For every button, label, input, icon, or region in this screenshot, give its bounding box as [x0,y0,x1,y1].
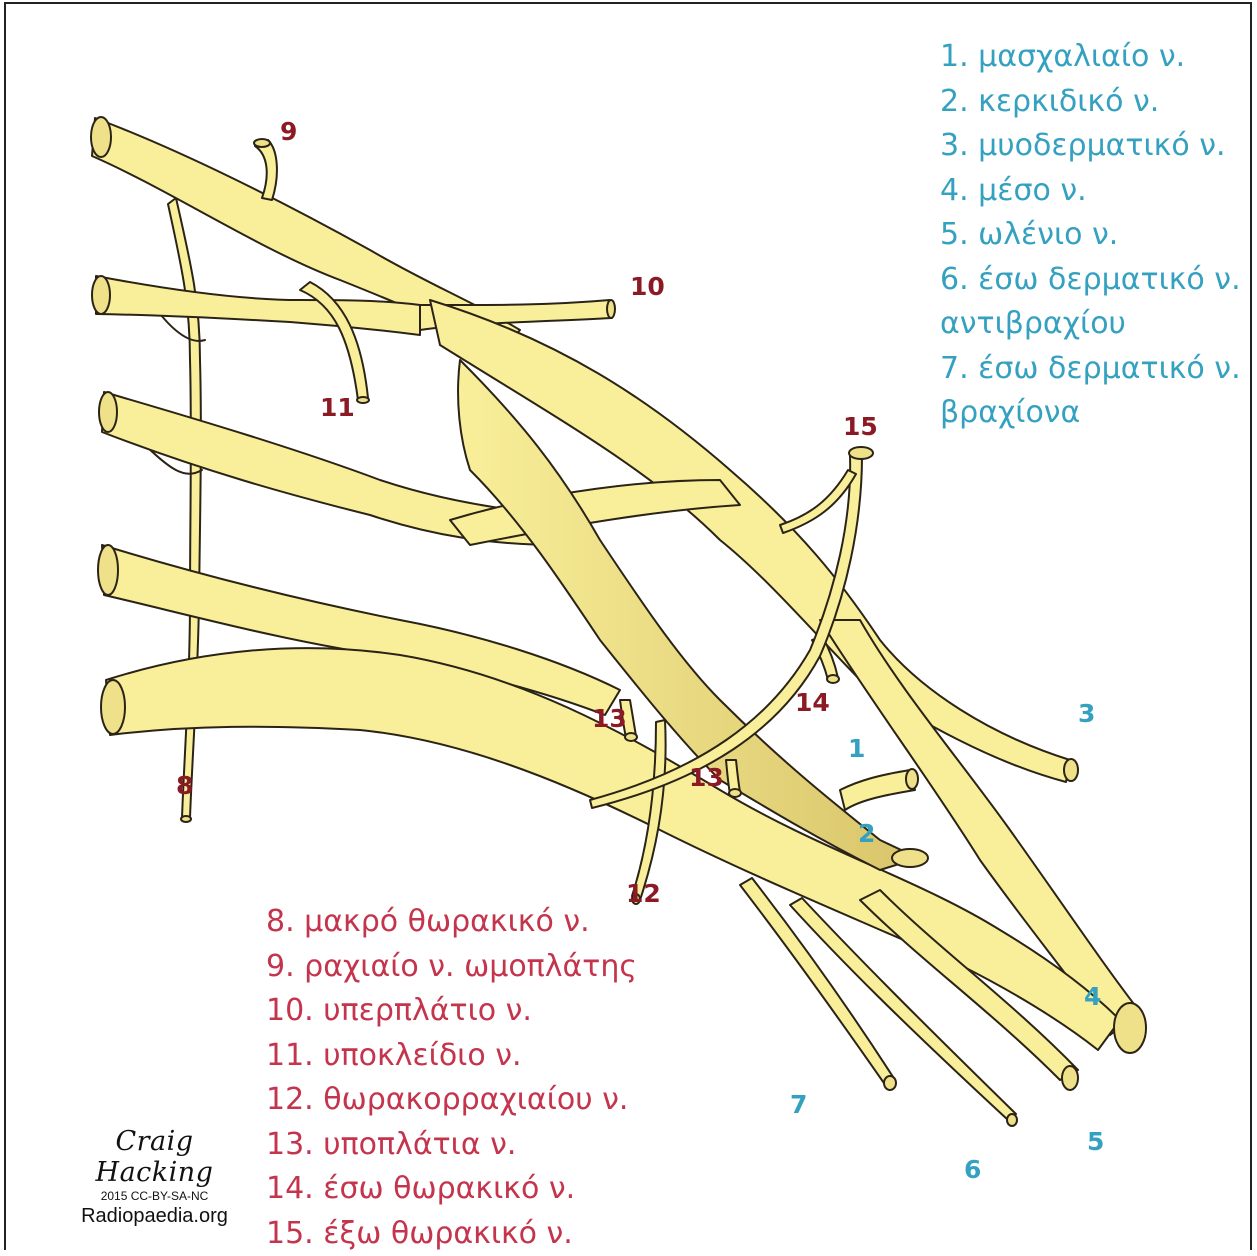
root-1-cap [91,117,111,157]
label-7: 7 [790,1090,807,1119]
label-13a: 13 [592,704,627,733]
label-11: 11 [320,393,355,422]
label-9: 9 [280,117,297,146]
legend-item: 3. μυοδερματικό ν. [940,124,1241,169]
author-signature: Craig Hacking [62,1126,247,1188]
axillary-nerve [840,770,915,810]
medial-cutaneous-arm-cap [884,1076,896,1090]
legend-item: 5. ωλένιο ν. [940,213,1241,258]
label-4: 4 [1084,982,1101,1011]
legend-item: 8. μακρό θωρακικό ν. [266,900,637,945]
medial-cutaneous-forearm-cap [1007,1114,1017,1126]
legend-item: 6. έσω δερματικό ν. [940,258,1241,303]
legend-item: 10. υπερπλάτιο ν. [266,989,637,1034]
subscapular-upper-cap [625,733,637,741]
label-13b: 13 [689,763,724,792]
legend-item: 12. θωρακορραχιαίου ν. [266,1078,637,1123]
legend-upper-nerves: 1. μασχαλιαίο ν. 2. κερκιδικό ν. 3. μυοδ… [940,35,1241,436]
legend-item: 15. έξω θωρακικό ν. [266,1212,637,1256]
legend-item: 13. υποπλάτια ν. [266,1123,637,1168]
license-text: 2015 CC-BY-SA-NC [62,1189,247,1203]
medial-pectoral-cap [827,675,839,683]
legend-item: 2. κερκιδικό ν. [940,80,1241,125]
legend-branch-nerves: 8. μακρό θωρακικό ν. 9. ραχιαίο ν. ωμοπλ… [266,900,637,1256]
lateral-pectoral-cap [849,447,873,459]
source-site: Radiopaedia.org [62,1205,247,1228]
root-4-cap [98,545,118,595]
dorsal-scapular-cap [254,139,270,147]
axillary-cap [906,769,918,789]
suprascapular-cap [607,300,615,318]
legend-item: 14. έσω θωρακικό ν. [266,1167,637,1212]
legend-item: 1. μασχαλιαίο ν. [940,35,1241,80]
radial-cap [892,849,928,867]
lateral-pectoral-branch [780,470,856,533]
legend-item-continuation: βραχίονα [940,391,1241,436]
label-3: 3 [1078,699,1095,728]
legend-item-continuation: αντιβραχίου [940,302,1241,347]
median-cap [1114,1003,1146,1053]
root-3-cap [99,392,117,432]
subclavian-cap [357,397,369,403]
root-5-cap [101,680,125,734]
author-credit: Craig Hacking 2015 CC-BY-SA-NC Radiopaed… [62,1126,247,1228]
legend-item: 4. μέσο ν. [940,169,1241,214]
musculocutaneous-cap [1064,759,1078,781]
subscapular-lower-cap [729,789,741,797]
label-15: 15 [843,412,878,441]
ulnar-cap [1062,1066,1078,1090]
label-14: 14 [795,688,830,717]
label-10: 10 [630,272,665,301]
label-6: 6 [964,1155,981,1184]
label-1: 1 [848,734,865,763]
label-5: 5 [1087,1127,1104,1156]
label-2: 2 [858,819,875,848]
legend-item: 11. υποκλείδιο ν. [266,1034,637,1079]
root-2-cap [92,276,110,314]
long-thoracic-cap [181,816,191,822]
legend-item: 7. έσω δερματικό ν. [940,347,1241,392]
legend-item: 9. ραχιαίο ν. ωμοπλάτης [266,945,637,990]
label-8: 8 [176,771,193,800]
